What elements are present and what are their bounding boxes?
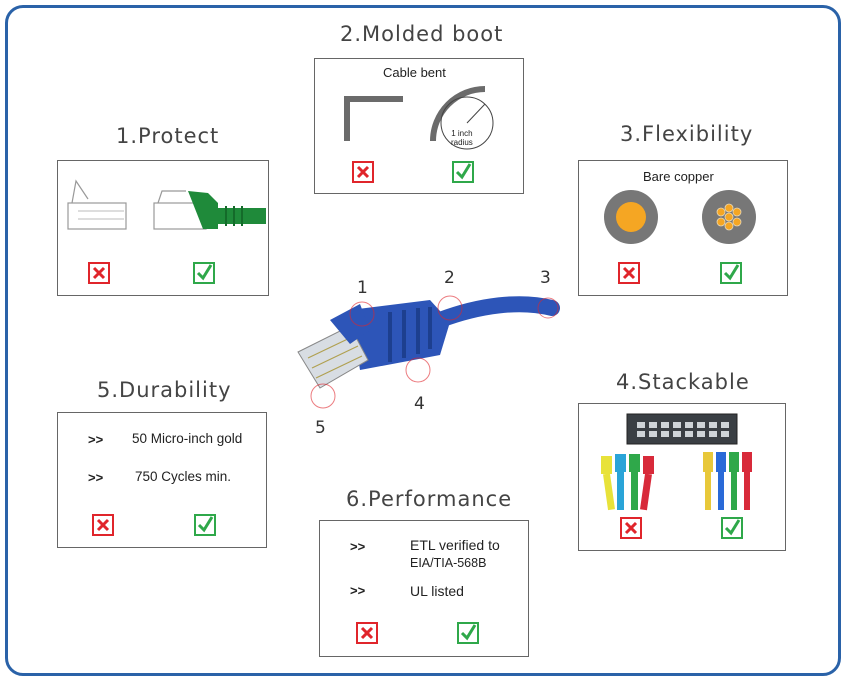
copper-cross-section-illustration <box>604 190 756 244</box>
durability-panel: >> 50 Micro-inch gold >> 750 Cycles min. <box>57 412 267 548</box>
callout-5: 5 <box>315 418 326 438</box>
bullet-icon: >> <box>350 583 366 598</box>
stackable-title: 4.Stackable <box>616 370 750 394</box>
performance-panel: >> ETL verified to EIA/TIA-568B >> UL li… <box>319 520 529 657</box>
bullet-icon: >> <box>350 539 366 554</box>
performance-title: 6.Performance <box>346 487 513 511</box>
callout-1: 1 <box>357 278 368 298</box>
check-icon <box>452 161 474 183</box>
cross-icon <box>352 161 374 183</box>
check-icon <box>720 262 742 284</box>
durability-item-gold: 50 Micro-inch gold <box>132 431 243 446</box>
flexibility-title: 3.Flexibility <box>620 122 754 146</box>
molded-boot-panel: Cable bent 1 inch radius <box>314 58 524 194</box>
callout-4: 4 <box>414 394 425 414</box>
stacked-switch-illustration <box>601 413 752 511</box>
bullet-icon: >> <box>88 470 104 485</box>
bend-illustration <box>344 86 494 150</box>
cross-icon <box>92 514 114 536</box>
ethernet-cable-illustration <box>297 295 560 409</box>
check-icon <box>194 514 216 536</box>
performance-item-ul: UL listed <box>410 583 464 599</box>
durability-title: 5.Durability <box>97 378 232 402</box>
durability-item-cycles: 750 Cycles min. <box>135 469 232 484</box>
flexibility-subtitle: Bare copper <box>643 169 714 184</box>
protect-panel <box>57 160 269 296</box>
molded-boot-title: 2.Molded boot <box>340 22 504 46</box>
bend-radius-label: 1 inch radius <box>451 129 473 147</box>
check-icon <box>193 262 215 284</box>
callout-2: 2 <box>444 268 455 288</box>
check-icon <box>721 517 743 539</box>
flexibility-panel: Bare copper <box>578 160 788 296</box>
performance-item-standard: EIA/TIA-568B <box>410 556 487 570</box>
performance-item-etl: ETL verified to <box>410 537 500 553</box>
cross-icon <box>620 517 642 539</box>
bullet-icon: >> <box>88 432 104 447</box>
protect-title: 1.Protect <box>116 124 220 148</box>
cross-icon <box>618 262 640 284</box>
molded-boot-subtitle: Cable bent <box>383 65 446 80</box>
connector-comparison-illustration <box>67 179 266 230</box>
cross-icon <box>88 262 110 284</box>
stackable-panel <box>578 403 786 551</box>
callout-3: 3 <box>540 268 551 288</box>
cross-icon <box>356 622 378 644</box>
check-icon <box>457 622 479 644</box>
